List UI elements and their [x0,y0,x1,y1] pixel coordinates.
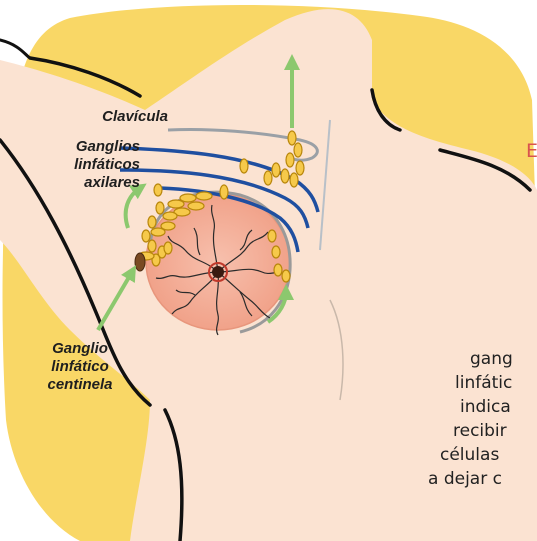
sentinel-label-line1: Ganglio [30,340,130,358]
nipple [212,266,224,278]
sentinel-label-line2: linfático [30,358,130,376]
sentinel-label-line3: centinela [30,376,130,394]
side-text-line-1: gang [470,348,513,370]
axillary-label-line2: linfáticos [30,156,140,174]
side-text-line-5: células [440,444,499,466]
clavicle-label: Clavícula [84,108,168,126]
axillary-label-line1: Ganglios [30,138,140,156]
side-text-line-2: linfátic [455,372,512,394]
sentinel-node-label: Ganglio linfático centinela [30,340,130,394]
side-text-line-4: recibir [453,420,507,442]
side-text-line-3: indica [460,396,511,418]
axillary-nodes-label: Ganglios linfáticos axilares [30,138,140,192]
sentinel-node [135,253,145,271]
side-text-line-6: a dejar c [428,468,502,490]
side-red-fragment: E [526,140,537,162]
axillary-label-line3: axilares [30,174,140,192]
armpit-outline [0,40,30,58]
